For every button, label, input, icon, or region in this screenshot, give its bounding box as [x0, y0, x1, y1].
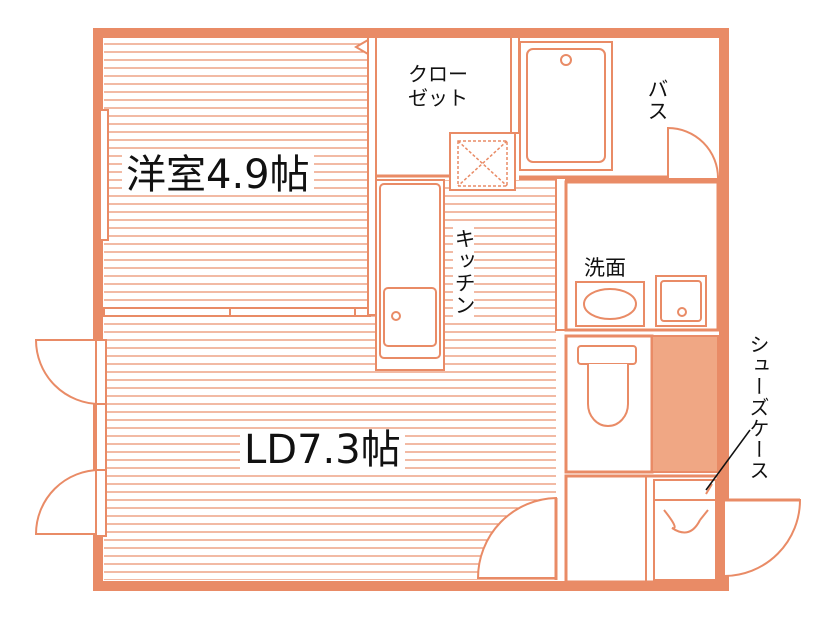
ld-room-label: LD7.3帖 — [240, 430, 405, 470]
bath-label: バス — [645, 78, 669, 122]
shoe-storage — [651, 335, 719, 473]
front-door-swing — [723, 499, 802, 578]
west-door-lower — [34, 468, 101, 535]
closet-bath-wall — [510, 36, 520, 134]
western-ld-partition — [103, 307, 371, 317]
kitchen-sink — [383, 287, 437, 347]
closet-door-mark — [354, 38, 369, 56]
toilet-bowl — [587, 364, 629, 427]
closet-label: クロー ゼット — [408, 62, 468, 110]
toilet-tank — [577, 345, 637, 365]
washroom-label: 洗面 — [584, 256, 626, 280]
closet-wall — [367, 36, 377, 316]
entrance-door-swing — [476, 496, 557, 579]
kitchen-label: キッチン — [452, 226, 476, 318]
bath-door-swing — [667, 126, 719, 179]
shoe-case — [653, 479, 717, 581]
west-door-upper — [34, 339, 101, 406]
western-room-label: 洋室4.9帖 — [122, 155, 314, 195]
bathtub-inner — [526, 48, 606, 163]
shoe-case-label: シューズケース — [746, 334, 770, 481]
west-window — [99, 109, 109, 241]
